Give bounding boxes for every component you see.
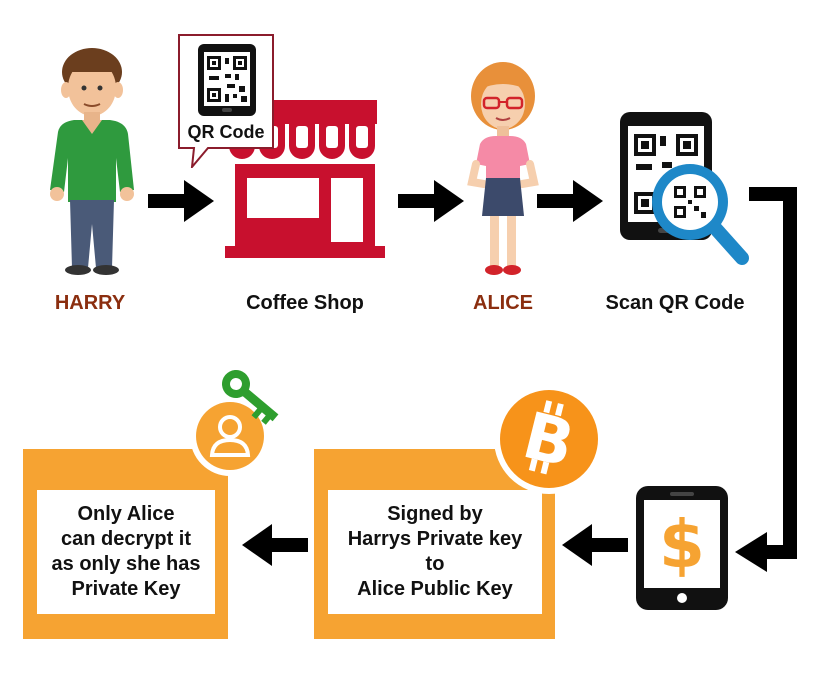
arrow-right-icon	[537, 180, 603, 222]
user-icon	[190, 396, 270, 476]
arrow-right-icon	[398, 180, 464, 222]
signed-line-3: to	[425, 553, 445, 575]
scan-qr-phone-icon	[620, 112, 749, 265]
decrypt-box-text: Only Alice can decrypt it as only she ha…	[37, 490, 215, 614]
decrypt-line-4: Private Key	[71, 578, 181, 600]
dollar-icon: $	[659, 505, 705, 583]
connector-arrow	[735, 187, 797, 572]
arrow-right-icon	[148, 180, 214, 222]
alice-label: ALICE	[473, 292, 533, 314]
coffee-shop-label: Coffee Shop	[246, 292, 364, 314]
scan-qr-code-label: Scan QR Code	[605, 292, 745, 314]
signed-box-text: Signed by Harrys Private key to Alice Pu…	[328, 490, 542, 614]
signed-line-4: Alice Public Key	[357, 578, 513, 600]
qr-code-callout-label: QR Code	[187, 122, 265, 142]
decrypt-line-1: Only Alice	[77, 503, 175, 525]
key-icon	[222, 370, 279, 425]
harry-figure	[50, 48, 134, 275]
alice-figure	[467, 62, 539, 275]
signed-line-2: Harrys Private key	[347, 528, 523, 550]
arrow-left-icon	[242, 524, 308, 566]
harry-label: HARRY	[54, 292, 126, 314]
qr-phone-icon	[198, 44, 256, 116]
bitcoin-icon: B	[494, 384, 604, 494]
signed-box: Signed by Harrys Private key to Alice Pu…	[314, 449, 555, 639]
decrypt-line-2: can decrypt it	[60, 528, 192, 550]
decrypt-line-3: as only she has	[51, 553, 201, 575]
signed-line-1: Signed by	[387, 503, 483, 525]
decrypt-box: Only Alice can decrypt it as only she ha…	[23, 449, 228, 639]
arrow-left-icon	[562, 524, 628, 566]
payment-phone-icon	[636, 486, 728, 610]
qr-code-callout: QR Code	[178, 34, 274, 168]
